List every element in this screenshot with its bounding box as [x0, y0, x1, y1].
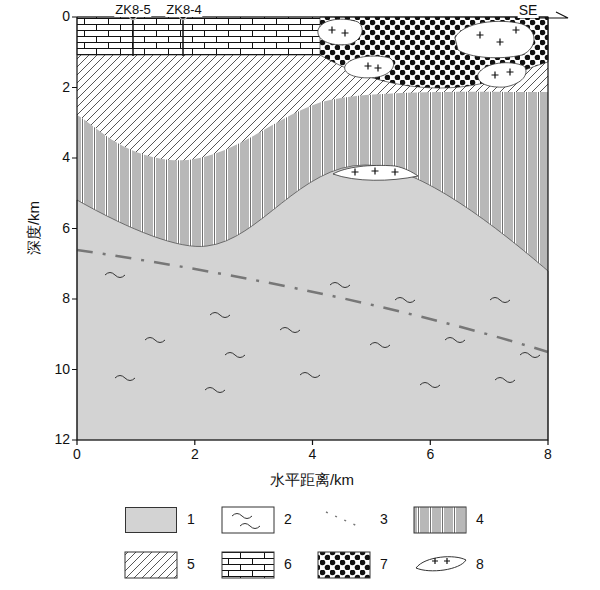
legend-number: 1 [187, 512, 195, 527]
legend-number: 8 [476, 557, 484, 572]
axis-title: 深度/km [26, 201, 43, 255]
tick-label: 0 [73, 447, 81, 462]
layer-5 [77, 17, 548, 160]
tick-label: 6 [62, 221, 70, 236]
layer-6 [77, 17, 548, 60]
tick-label: 2 [191, 447, 199, 462]
legend-number: 3 [380, 512, 388, 527]
tick-label: 4 [62, 150, 70, 165]
tick-label: 6 [426, 447, 434, 462]
tick-label: 0 [62, 9, 70, 24]
axes [72, 17, 548, 445]
tick-label: 8 [544, 447, 552, 462]
drill-holes [130, 13, 187, 57]
legend-swatch [125, 507, 177, 533]
drill-hole-label: ZK8-5 [114, 3, 151, 17]
drill-hole-label: ZK8-4 [165, 3, 202, 17]
tick-label: 8 [62, 291, 70, 306]
granite-marks [329, 27, 520, 176]
legend-samples [125, 507, 466, 578]
basement [77, 165, 548, 440]
legend-number: 4 [476, 512, 484, 527]
granite [318, 19, 534, 87]
legend-number: 2 [284, 512, 292, 527]
axis-title: 水平距离/km [270, 472, 354, 489]
tick-label: 4 [309, 447, 317, 462]
legend-number: 7 [380, 557, 388, 572]
schist-marks [105, 273, 540, 393]
tick-label: 10 [54, 362, 70, 377]
legend-number: 5 [187, 557, 195, 572]
legend-number: 6 [284, 557, 292, 572]
tick-label: 12 [54, 432, 70, 447]
tick-label: 2 [62, 80, 70, 95]
layer-4 [77, 17, 548, 440]
boundary-line [77, 250, 548, 352]
direction-label: SE [518, 3, 539, 18]
